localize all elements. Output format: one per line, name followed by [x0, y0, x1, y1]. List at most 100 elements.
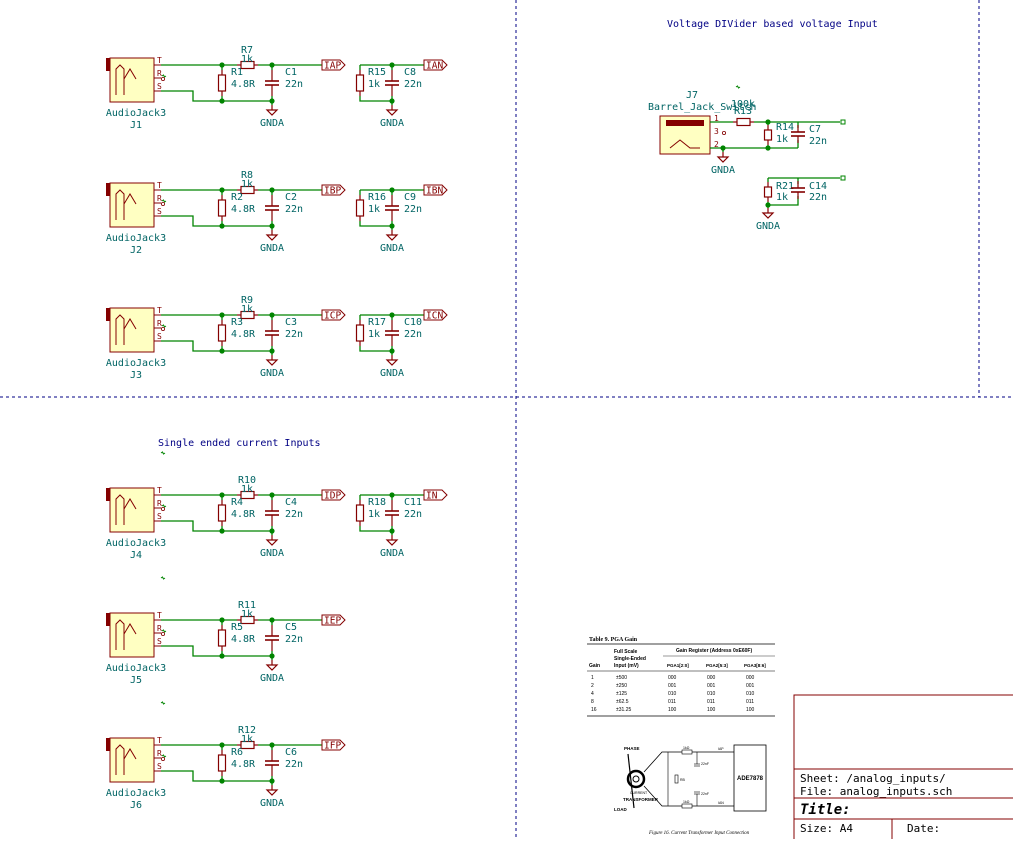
capacitor-ref: C14	[809, 181, 827, 192]
resistor-r17	[355, 324, 365, 342]
gnd-label: GNDA	[711, 165, 735, 176]
pga-cell: 000	[746, 675, 755, 681]
junction-dot	[219, 492, 225, 498]
pga-sub-header-1: PGA1[2:0]	[667, 663, 689, 668]
net-label-icp-flag	[321, 309, 346, 321]
channel-j2: TRSAudioJack3J2R81kR24.8RC222nGNDAIBPR16…	[106, 170, 448, 256]
capacitor-ref: C6	[285, 747, 297, 758]
ground-symbol-icon	[265, 234, 279, 241]
junction-dot	[389, 98, 395, 104]
pga-cell: 001	[746, 683, 755, 689]
jack-body	[109, 737, 155, 783]
pga-cell: 000	[707, 675, 716, 681]
barrel-jack-ref: J7	[686, 90, 698, 101]
jack-contact-icon	[115, 314, 137, 345]
wire-sleeve	[161, 645, 272, 657]
pga-cell: 011	[707, 699, 715, 705]
capacitor-ref: C10	[404, 317, 422, 328]
net-label-ibp-text: IBP	[324, 186, 341, 197]
resistor-value: 4.8R	[231, 634, 256, 645]
jack-pin-letter-s: S	[157, 512, 162, 521]
resistor-ref: R14	[776, 122, 794, 133]
jack-pin-letter-r: R	[157, 194, 162, 203]
capacitor-value: 22n	[404, 79, 422, 90]
jack-body	[109, 612, 155, 658]
pga-cell: ±125	[616, 691, 627, 697]
jack-body	[109, 182, 155, 228]
jack-ref-label: J5	[130, 675, 142, 686]
pga-cell: 010	[668, 691, 677, 697]
gnd-label: GNDA	[260, 673, 284, 684]
wire	[359, 526, 392, 532]
resistor-value: 1k	[368, 204, 380, 215]
barrel-pin-circle	[722, 130, 727, 135]
title-block-file: File: analog_inputs.sch	[800, 785, 952, 798]
junction-dot	[389, 223, 395, 229]
pga-gain-table: Table 9. PGA Gain Gain Full Scale Single…	[587, 637, 775, 717]
net-label-ibn-text: IBN	[426, 186, 443, 197]
jack-contact-icon	[115, 619, 137, 650]
title-block-title: Title:	[800, 802, 851, 818]
resistor-ref: R6	[231, 747, 243, 758]
unconnected-pin-marker	[840, 175, 846, 181]
gnd-label: GNDA	[260, 368, 284, 379]
jack-pin-letter-t: T	[157, 486, 162, 495]
ground-symbol-icon	[385, 359, 399, 366]
jack-pin-letter-t: T	[157, 181, 162, 190]
junction-dot	[389, 528, 395, 534]
capacitor-value: 22n	[404, 204, 422, 215]
ct-transformer-label-2: TRANSFORMER	[623, 797, 659, 802]
capacitor-value: 22n	[404, 509, 422, 520]
jack-pin-letter-s: S	[157, 637, 162, 646]
junction-dot	[269, 492, 275, 498]
junction-dot	[219, 617, 225, 623]
net-label-ibn: IBN	[423, 184, 448, 197]
capacitor-value: 22n	[285, 79, 303, 90]
junction-dot	[720, 145, 726, 151]
jack-ref-label: J3	[130, 370, 142, 381]
jack-pin-letter-s: S	[157, 332, 162, 341]
net-label-ian-text: IAN	[426, 61, 443, 72]
resistor-ref: R13	[734, 106, 752, 117]
resistor-value: 1k	[241, 179, 253, 190]
net-label-icp: ICP	[321, 309, 346, 322]
resistor-ref: R1	[231, 67, 243, 78]
junction-dot	[219, 778, 225, 784]
junction-dot	[219, 742, 225, 748]
jack-pin-circle	[160, 326, 165, 331]
capacitor-ref: C5	[285, 622, 297, 633]
resistor-value: 4.8R	[231, 204, 256, 215]
jack-body	[109, 487, 155, 533]
jack-type-label: AudioJack3	[106, 538, 166, 549]
ct-label-iap: IAP	[718, 747, 724, 751]
title-block-date: Date:	[907, 822, 940, 835]
jack-type-label: AudioJack3	[106, 788, 166, 799]
gnd-label: GNDA	[260, 243, 284, 254]
ground-symbol-icon	[265, 109, 279, 116]
wire-sleeve	[161, 770, 272, 782]
net-label-in-flag	[423, 489, 448, 501]
gnd-label: GNDA	[380, 368, 404, 379]
jack-ref-label: J2	[130, 245, 142, 256]
resistor-r1	[217, 74, 227, 92]
resistor-value: 4.8R	[231, 79, 256, 90]
jack-type-label: AudioJack3	[106, 233, 166, 244]
junction-dot	[389, 492, 395, 498]
jack-plug-icon	[106, 488, 111, 501]
junction-dot	[269, 187, 275, 193]
junction-dot	[269, 528, 275, 534]
resistor-r15	[355, 74, 365, 92]
pga-col-fullscale-3: Input (mV)	[614, 663, 639, 669]
jack-body	[109, 307, 155, 353]
resistor-value: 1k	[368, 329, 380, 340]
pga-cell: ±62.5	[616, 699, 629, 705]
resistor-value: 100k	[731, 99, 755, 110]
resistor-r4	[217, 504, 227, 522]
pga-table-caption: Table 9. PGA Gain	[589, 637, 638, 643]
pga-col-fullscale-1: Full Scale	[614, 649, 638, 655]
jack-ref-label: J6	[130, 800, 142, 811]
